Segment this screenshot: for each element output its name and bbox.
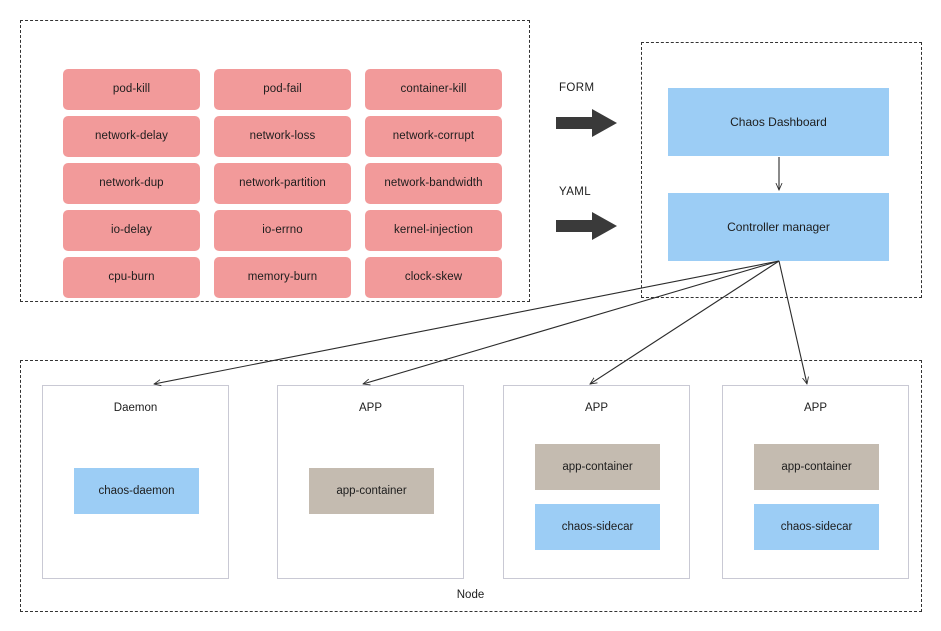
experiment-tile[interactable]: kernel-injection [365,210,502,251]
chaos-dashboard-box[interactable]: Chaos Dashboard [668,88,889,156]
experiment-tile[interactable]: pod-kill [63,69,200,110]
container-box[interactable]: chaos-daemon [74,468,199,514]
pod: APP app-container chaos-sidecar [503,385,690,579]
pod-title: APP [358,402,382,414]
container-box[interactable]: app-container [754,444,879,490]
input-label-form: FORM [559,82,595,94]
experiment-tile[interactable]: network-loss [214,116,351,157]
container-box[interactable]: chaos-sidecar [754,504,879,550]
pod: APP app-container chaos-sidecar [722,385,909,579]
experiment-tile[interactable]: pod-fail [214,69,351,110]
experiment-tile[interactable]: clock-skew [365,257,502,298]
experiment-tile[interactable]: container-kill [365,69,502,110]
block-arrow-right-icon-form [556,109,617,137]
pod-title: APP [803,402,827,414]
input-label-yaml: YAML [559,186,592,198]
pod-title: Daemon [113,402,158,414]
experiment-tile[interactable]: io-errno [214,210,351,251]
controller-manager-box[interactable]: Controller manager [668,193,889,261]
experiment-tile[interactable]: memory-burn [214,257,351,298]
experiment-tile[interactable]: network-delay [63,116,200,157]
experiment-types-group: pod-kill pod-fail container-kill network-de… [20,20,530,302]
container-box[interactable]: app-container [309,468,434,514]
experiment-tile[interactable]: cpu-burn [63,257,200,298]
experiment-tile[interactable]: network-dup [63,163,200,204]
container-box[interactable]: app-container [535,444,660,490]
container-box[interactable]: chaos-sidecar [535,504,660,550]
node-label: Node [456,589,485,601]
experiment-tile[interactable]: network-corrupt [365,116,502,157]
experiment-tile[interactable]: network-bandwidth [365,163,502,204]
pod: APP app-container [277,385,464,579]
pod: Daemon chaos-daemon [42,385,229,579]
experiment-tile[interactable]: io-delay [63,210,200,251]
block-arrow-right-icon-yaml [556,212,617,240]
experiment-tile-grid: pod-kill pod-fail container-kill network-de… [63,69,503,298]
pod-title: APP [584,402,608,414]
experiment-tile[interactable]: network-partition [214,163,351,204]
